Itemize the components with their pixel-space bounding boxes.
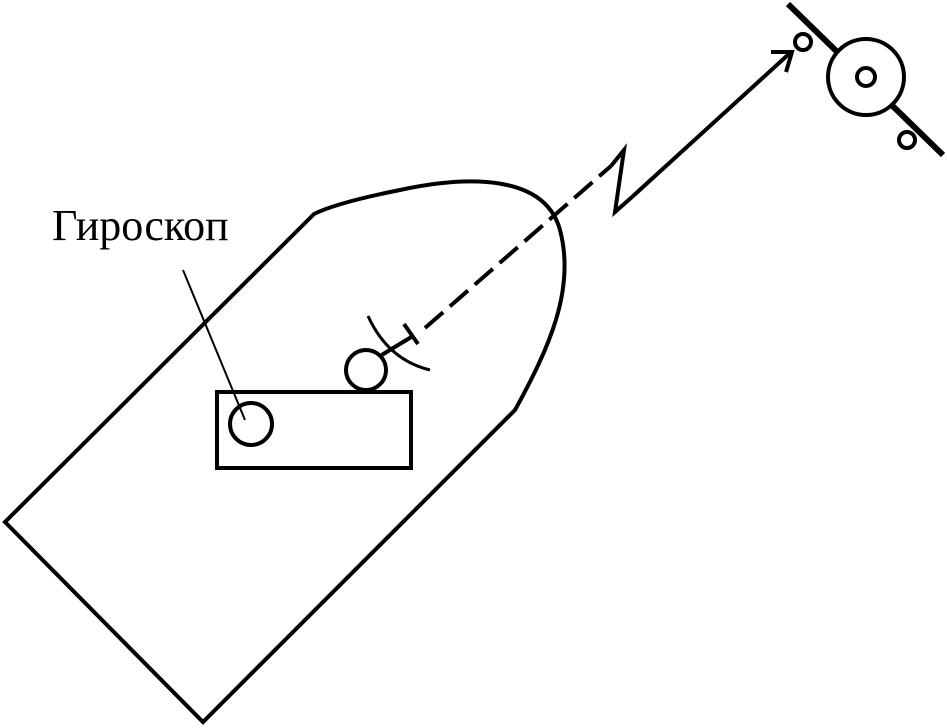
satellite-small-circle-upper: [793, 32, 813, 52]
gyroscope-label: Гироскоп: [52, 201, 229, 250]
boat-hull: [2, 179, 567, 725]
satellite-body: [826, 37, 906, 117]
antenna-tick: [402, 322, 420, 346]
beam-dashed-line: [423, 164, 613, 330]
satellite-small-circle-lower: [897, 130, 917, 150]
label-leader-line: [182, 269, 246, 421]
gyroscope-rotor-circle: [228, 401, 274, 447]
gyroscope-box: [215, 390, 413, 470]
beam-arrowhead: [771, 50, 795, 73]
beam-solid-line: [630, 51, 792, 199]
rotation-arc: [366, 315, 431, 372]
antenna-shaft: [378, 334, 415, 358]
signal-zigzag: [609, 143, 634, 218]
satellite-inner-circle: [855, 66, 877, 88]
antenna-mount-circle: [344, 348, 388, 392]
